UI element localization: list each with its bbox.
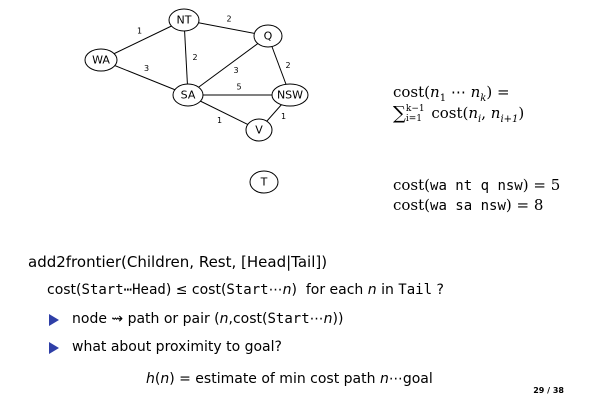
node-label-t: T — [260, 176, 268, 189]
node-label-wa: WA — [92, 54, 110, 67]
node-nsw: NSW — [271, 83, 309, 107]
edge-weight-sa-v: 1 — [217, 116, 222, 125]
edge-weight-v-nsw: 1 — [281, 112, 286, 121]
node-sa: SA — [172, 83, 204, 107]
edge-wa-nt — [100, 19, 185, 61]
bullet-marker-1 — [49, 314, 59, 326]
frontier-condition: cost(Start⋯Head) ≤ cost(Start⋯n) for eac… — [47, 282, 444, 298]
node-label-q: Q — [264, 30, 273, 43]
add2frontier-code: add2frontier(Children, Rest, [Head|Tail]… — [28, 253, 328, 271]
node-q: Q — [253, 24, 283, 48]
node-nt: NT — [168, 8, 200, 32]
node-label-v: V — [255, 124, 263, 137]
cost-example-2: cost(wa sa nsw) = 8 — [393, 196, 544, 214]
edge-nt-sa — [183, 19, 189, 96]
bullet-marker-2 — [49, 342, 59, 354]
edge-weight-q-nsw: 2 — [285, 61, 290, 70]
edge-weight-nt-sa: 2 — [192, 53, 197, 62]
node-circle-wa — [84, 48, 118, 72]
node-t: T — [249, 170, 279, 194]
node-label-nt: NT — [177, 14, 192, 27]
node-circle-nt — [168, 8, 200, 32]
page-number: 29 / 38 — [533, 386, 564, 395]
bullet-proximity: what about proximity to goal? — [72, 339, 282, 355]
edge-weight-sa-q: 3 — [233, 66, 238, 75]
node-label-sa: SA — [181, 89, 196, 102]
edge-sa-q — [187, 35, 269, 96]
bullet-node-path: node ⇝ path or pair (n,cost(Start⋯n)) — [72, 311, 344, 327]
edge-weight-wa-sa: 3 — [144, 64, 149, 73]
node-circle-q — [253, 24, 283, 48]
cost-example-1: cost(wa nt q nsw) = 5 — [393, 176, 561, 194]
node-wa: WA — [84, 48, 118, 72]
edge-weight-wa-nt: 1 — [137, 27, 142, 36]
node-circle-sa — [172, 83, 204, 107]
heuristic-definition: h(n) = estimate of min cost path n⋯goal — [146, 371, 433, 387]
node-v: V — [245, 118, 273, 142]
node-circle-t — [249, 170, 279, 194]
edge-weight-nt-q: 2 — [226, 15, 231, 24]
node-label-nsw: NSW — [277, 89, 303, 102]
node-circle-nsw — [271, 83, 309, 107]
edge-wa-sa — [100, 59, 189, 96]
path-cost-formula-line1: cost(n1 ⋯ nk) = — [393, 83, 510, 104]
node-circle-v — [245, 118, 273, 142]
edge-weight-sa-nsw: 5 — [236, 83, 241, 92]
